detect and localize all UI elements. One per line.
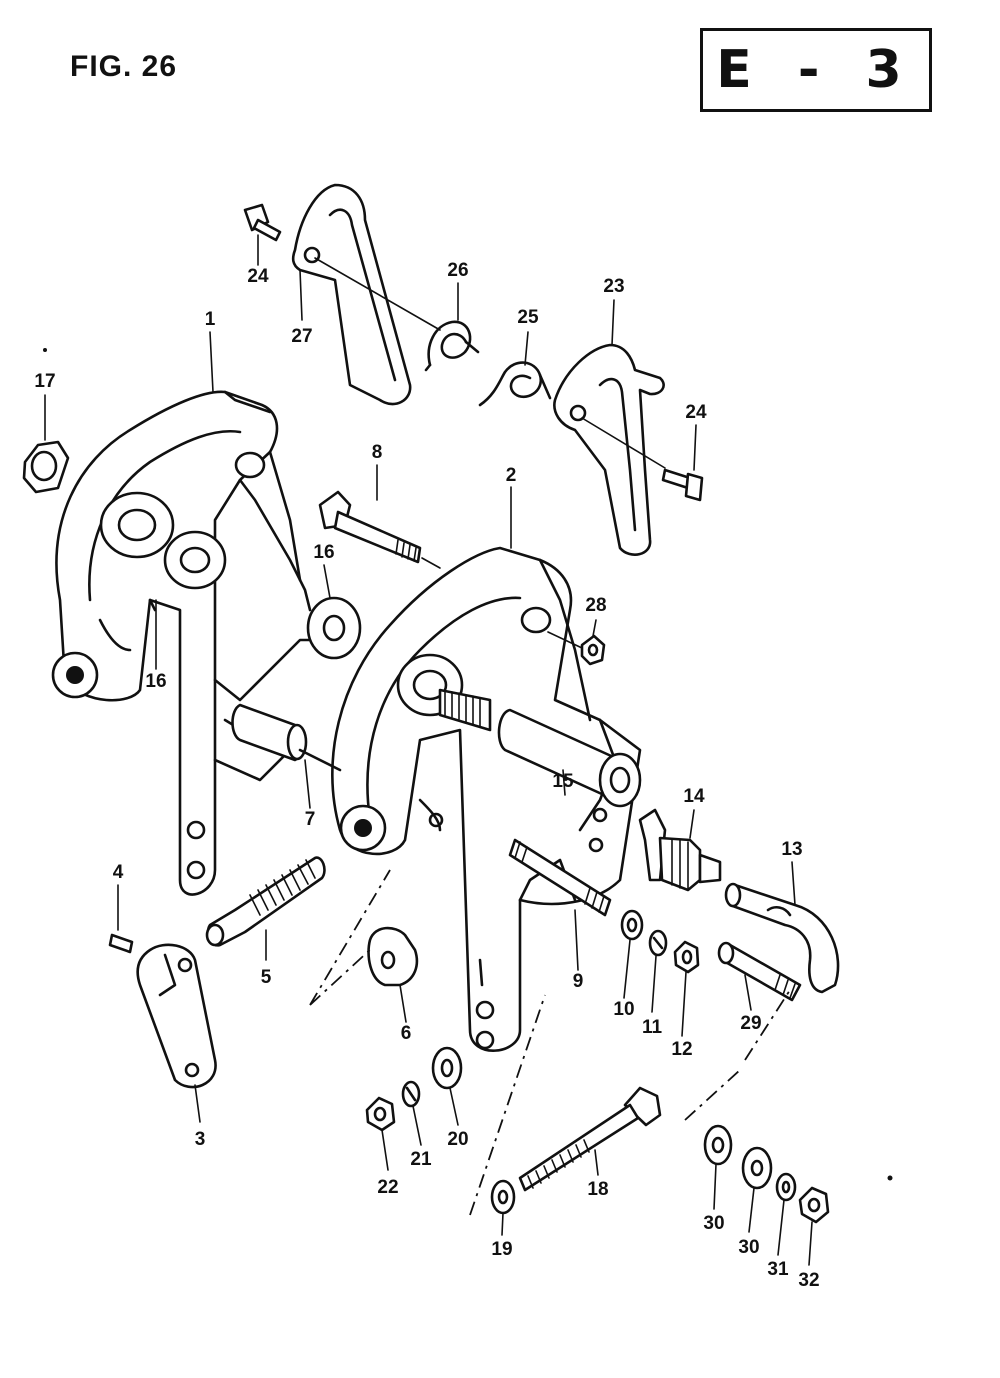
- callout-16-left: 16: [145, 671, 167, 692]
- callout-32: 32: [798, 1270, 820, 1291]
- callout-3: 3: [194, 1129, 206, 1150]
- callout-14: 14: [683, 786, 705, 807]
- callout-15: 15: [552, 771, 574, 792]
- callout-17: 17: [34, 371, 56, 392]
- part-24-bolt-left: [243, 203, 282, 242]
- guide-line-30: [684, 989, 791, 1121]
- part-14-knob: [638, 808, 722, 892]
- callout-1: 1: [204, 309, 216, 330]
- scan-speck: [43, 348, 47, 352]
- part-30-washer-a: [703, 1124, 733, 1166]
- part-32-nut: [798, 1186, 830, 1224]
- callout-11: 11: [641, 1017, 663, 1038]
- leader-lines: [44, 234, 813, 1266]
- callout-22: 22: [377, 1177, 399, 1198]
- callout-12: 12: [671, 1039, 693, 1060]
- callout-24-left: 24: [247, 266, 269, 287]
- part-6-bushing: [367, 926, 419, 987]
- scan-speck: [887, 1175, 893, 1181]
- part-8-bolt: [318, 490, 441, 569]
- callout-10: 10: [613, 999, 635, 1020]
- guide-line-19: [469, 994, 546, 1216]
- part-12-nut: [673, 940, 700, 974]
- part-26-spring: [424, 320, 480, 372]
- part-28-nut: [547, 631, 606, 666]
- part-27-lever-plate: [291, 183, 441, 406]
- part-16-washer: [306, 596, 362, 660]
- part-9-stud: [508, 838, 612, 917]
- callout-24-right: 24: [685, 402, 707, 423]
- callout-4: 4: [112, 862, 124, 883]
- figure-label: FIG. 26: [70, 50, 178, 83]
- callout-30-a: 30: [703, 1213, 725, 1234]
- part-7-sleeve: [231, 703, 342, 772]
- callout-9: 9: [572, 971, 584, 992]
- callout-27: 27: [291, 326, 313, 347]
- part-19-washer: [490, 1179, 516, 1215]
- part-1-left-clamp-bracket: [51, 390, 322, 896]
- part-10-washer: [620, 909, 644, 941]
- callout-13: 13: [781, 839, 803, 860]
- part-21-lockwasher: [401, 1080, 421, 1108]
- part-24-bolt-right: [661, 468, 704, 502]
- part-13-hose: [724, 882, 840, 994]
- callout-5: 5: [260, 967, 272, 988]
- callout-19: 19: [491, 1239, 513, 1260]
- callout-26: 26: [447, 260, 469, 281]
- section-code-box: E - 3: [700, 28, 932, 112]
- callout-21: 21: [410, 1149, 432, 1170]
- part-20-washer: [431, 1046, 463, 1090]
- part-30-washer-b: [741, 1146, 773, 1190]
- callout-23: 23: [603, 276, 625, 297]
- part-11-lockwasher: [648, 929, 668, 957]
- callout-20: 20: [447, 1129, 469, 1150]
- callout-31: 31: [767, 1259, 789, 1280]
- callout-8: 8: [371, 442, 383, 463]
- callout-30-b: 30: [738, 1237, 760, 1258]
- part-5-threaded-shaft: [205, 856, 326, 947]
- part-17-nut: [22, 440, 70, 494]
- part-25-spring: [478, 361, 552, 407]
- callout-29: 29: [740, 1013, 762, 1034]
- callout-25: 25: [517, 307, 539, 328]
- callout-16-right: 16: [313, 542, 335, 563]
- part-15-pin: [497, 708, 642, 808]
- callout-28: 28: [585, 595, 607, 616]
- part-4-pin: [108, 933, 134, 954]
- callout-6: 6: [400, 1023, 412, 1044]
- callout-7: 7: [304, 809, 316, 830]
- part-23-lever-plate: [553, 343, 666, 556]
- callout-18: 18: [587, 1179, 609, 1200]
- part-22-nut: [365, 1096, 396, 1132]
- callout-2: 2: [505, 465, 517, 486]
- threaded-stud: [438, 688, 492, 732]
- guide-line-6: [309, 869, 391, 1006]
- part-3-link: [136, 943, 217, 1089]
- section-code: E - 3: [716, 40, 916, 100]
- part-31-lockwasher: [775, 1172, 797, 1202]
- part-18-long-bolt: [518, 1086, 662, 1192]
- part-29-tube: [717, 941, 802, 1002]
